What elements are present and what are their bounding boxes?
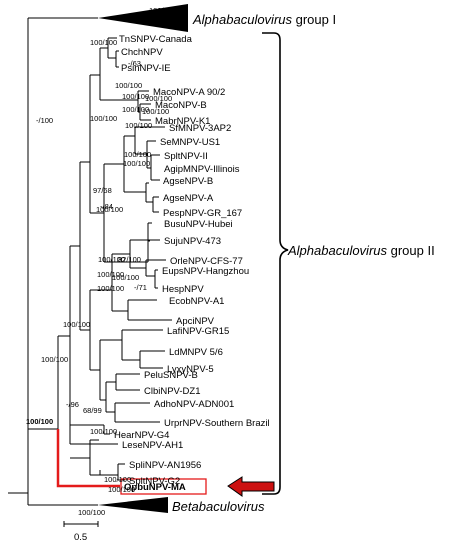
support-value: 100/100 (149, 6, 176, 15)
support-value: 100/100 (98, 255, 125, 264)
leaf-label: LafiNPV-GR15 (167, 326, 229, 337)
leaf-label: SujuNPV-473 (164, 236, 221, 247)
support-value: 100/100 (90, 38, 117, 47)
leaf-label: AdhoNPV-ADN001 (154, 399, 234, 410)
scale-bar-label: 0.5 (74, 532, 87, 543)
support-value: 100/100 (90, 114, 117, 123)
support-value: 100/100 (145, 94, 172, 103)
support-value: 100/100 (78, 508, 105, 517)
support-value: -/84 (100, 202, 113, 211)
support-value: -/63 (128, 59, 141, 68)
leaf-label: MacoNPV-B (155, 100, 207, 111)
leaf-label: HearNPV-G4 (114, 430, 169, 441)
collapsed-clade-alpha-group1 (98, 4, 188, 32)
root-support-value: 100/100 (26, 417, 53, 426)
highlight-box (120, 478, 207, 495)
leaf-label: SpliNPV-AN1956 (129, 460, 201, 471)
leaf-label: LdMNPV 5/6 (169, 347, 223, 358)
clade-label-beta: Betabaculovirus (172, 499, 265, 514)
clade-label-alpha-group2: Alphabaculovirus group II (287, 243, 435, 258)
support-value: 100/100 (108, 485, 135, 494)
support-value: 100/100 (112, 273, 139, 282)
support-value: 82/100 (118, 255, 141, 264)
group2-brace (262, 32, 289, 495)
support-value: 100/100 (122, 105, 149, 114)
support-value: 100/100 (97, 270, 124, 279)
leaf-label: TnSNPV-Canada (119, 34, 193, 45)
support-value: 100/100 (97, 284, 124, 293)
leaf-label: AgseNPV-A (163, 193, 214, 204)
support-value: 97/68 (93, 186, 112, 195)
leaf-label: SpltNPV-II (164, 151, 208, 162)
leaf-label: UrprNPV-Southern Brazil (164, 418, 270, 429)
support-value: 100/100 (122, 92, 149, 101)
leaf-label: PsinNPV-IE (121, 63, 171, 74)
support-value: 100/100 (96, 205, 123, 214)
leaf-label: LeseNPV-AH1 (122, 440, 183, 451)
leaf-label: ApciNPV (176, 316, 215, 327)
support-value: 100/100 (115, 81, 142, 90)
leaf-label: PeluSNPV-B (144, 370, 198, 381)
support-value: 68/99 (83, 406, 102, 415)
support-value: -/96 (66, 400, 79, 409)
leaf-label: SfMNPV-3AP2 (169, 123, 231, 134)
leaf-label: HespNPV (162, 284, 204, 295)
support-value: 100/100 (124, 150, 151, 159)
leaf-label: SpltNPV-G2 (129, 476, 180, 487)
leaf-label: AgipMNPV-Illinois (164, 164, 240, 175)
leaf-label: PespNPV-GR_167 (163, 208, 242, 219)
support-value: -/71 (134, 283, 147, 292)
highlighted-branch (56, 429, 120, 488)
leaf-label: BusuNPV-Hubei (164, 219, 233, 230)
support-value: 100/100 (123, 159, 150, 168)
leaf-label: EcobNPV-A1 (169, 296, 224, 307)
support-value: 100/100 (90, 427, 117, 436)
support-value: 100/100 (142, 107, 169, 116)
leaf-label: ClbiNPV-DZ1 (144, 386, 201, 397)
leaf-label: MabrNPV-K1 (155, 116, 210, 127)
leaf-label: AgseNPV-B (163, 176, 213, 187)
leaf-label: ChchNPV (121, 47, 163, 58)
leaf-label: EupsNPV-Hangzhou (162, 266, 249, 277)
support-value: 100/100 (125, 121, 152, 130)
leaf-label: LyxyNPV-5 (167, 364, 214, 375)
highlighted-leaf-label: OpbuNPV-MA (124, 482, 186, 493)
leaf-label: MacoNPV-A 90/2 (153, 87, 225, 98)
leaf-label: OrleNPV-CFS-77 (170, 256, 243, 267)
support-value: -/100 (36, 116, 53, 125)
leaf-label: SeMNPV-US1 (160, 137, 220, 148)
pointer-arrow (227, 476, 275, 497)
support-value: 100/100 (63, 320, 90, 329)
clade-label-alpha-group1: Alphabaculovirus group I (192, 12, 336, 27)
collapsed-clade-beta (98, 497, 168, 513)
support-value: 100/100 (104, 475, 131, 484)
support-value: 100/100 (41, 355, 68, 364)
